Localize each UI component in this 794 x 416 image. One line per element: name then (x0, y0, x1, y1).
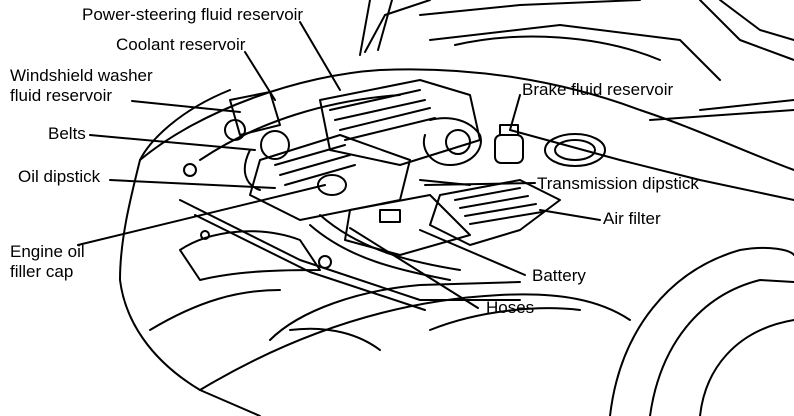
leader-air-filter (539, 209, 601, 221)
leader-brake (509, 94, 521, 131)
label-transmission: Transmission dipstick (537, 174, 699, 193)
label-filler-line1: Engine oil (10, 242, 85, 261)
label-air-filter: Air filter (603, 209, 661, 228)
label-filler-line2: filler cap (10, 262, 74, 281)
leader-hoses (349, 227, 479, 309)
label-washer-line2: fluid reservoir (10, 86, 113, 105)
engine-bay (179, 79, 606, 311)
label-brake: Brake fluid reservoir (522, 80, 674, 99)
label-washer: Windshield washer fluid reservoir (10, 66, 153, 106)
leader-lines (77, 21, 601, 309)
label-coolant: Coolant reservoir (116, 35, 246, 54)
leader-oil-dipstick (109, 179, 276, 189)
label-hoses: Hoses (486, 298, 535, 317)
label-oil-dipstick: Oil dipstick (18, 167, 101, 186)
label-power-steering: Power-steering fluid reservoir (82, 5, 304, 24)
leader-power-steering (299, 21, 341, 91)
leader-filler-cap (77, 184, 326, 246)
leader-washer (131, 100, 241, 113)
label-washer-line1: Windshield washer (10, 66, 153, 85)
leader-coolant (244, 51, 276, 101)
hood (359, 0, 794, 81)
label-filler-cap: Engine oil filler cap (10, 242, 85, 282)
label-battery: Battery (532, 266, 586, 285)
car-body (119, 68, 794, 416)
leader-transmission (424, 182, 536, 186)
leader-battery (419, 229, 526, 276)
label-belts: Belts (48, 124, 86, 143)
leader-belts (89, 134, 256, 151)
